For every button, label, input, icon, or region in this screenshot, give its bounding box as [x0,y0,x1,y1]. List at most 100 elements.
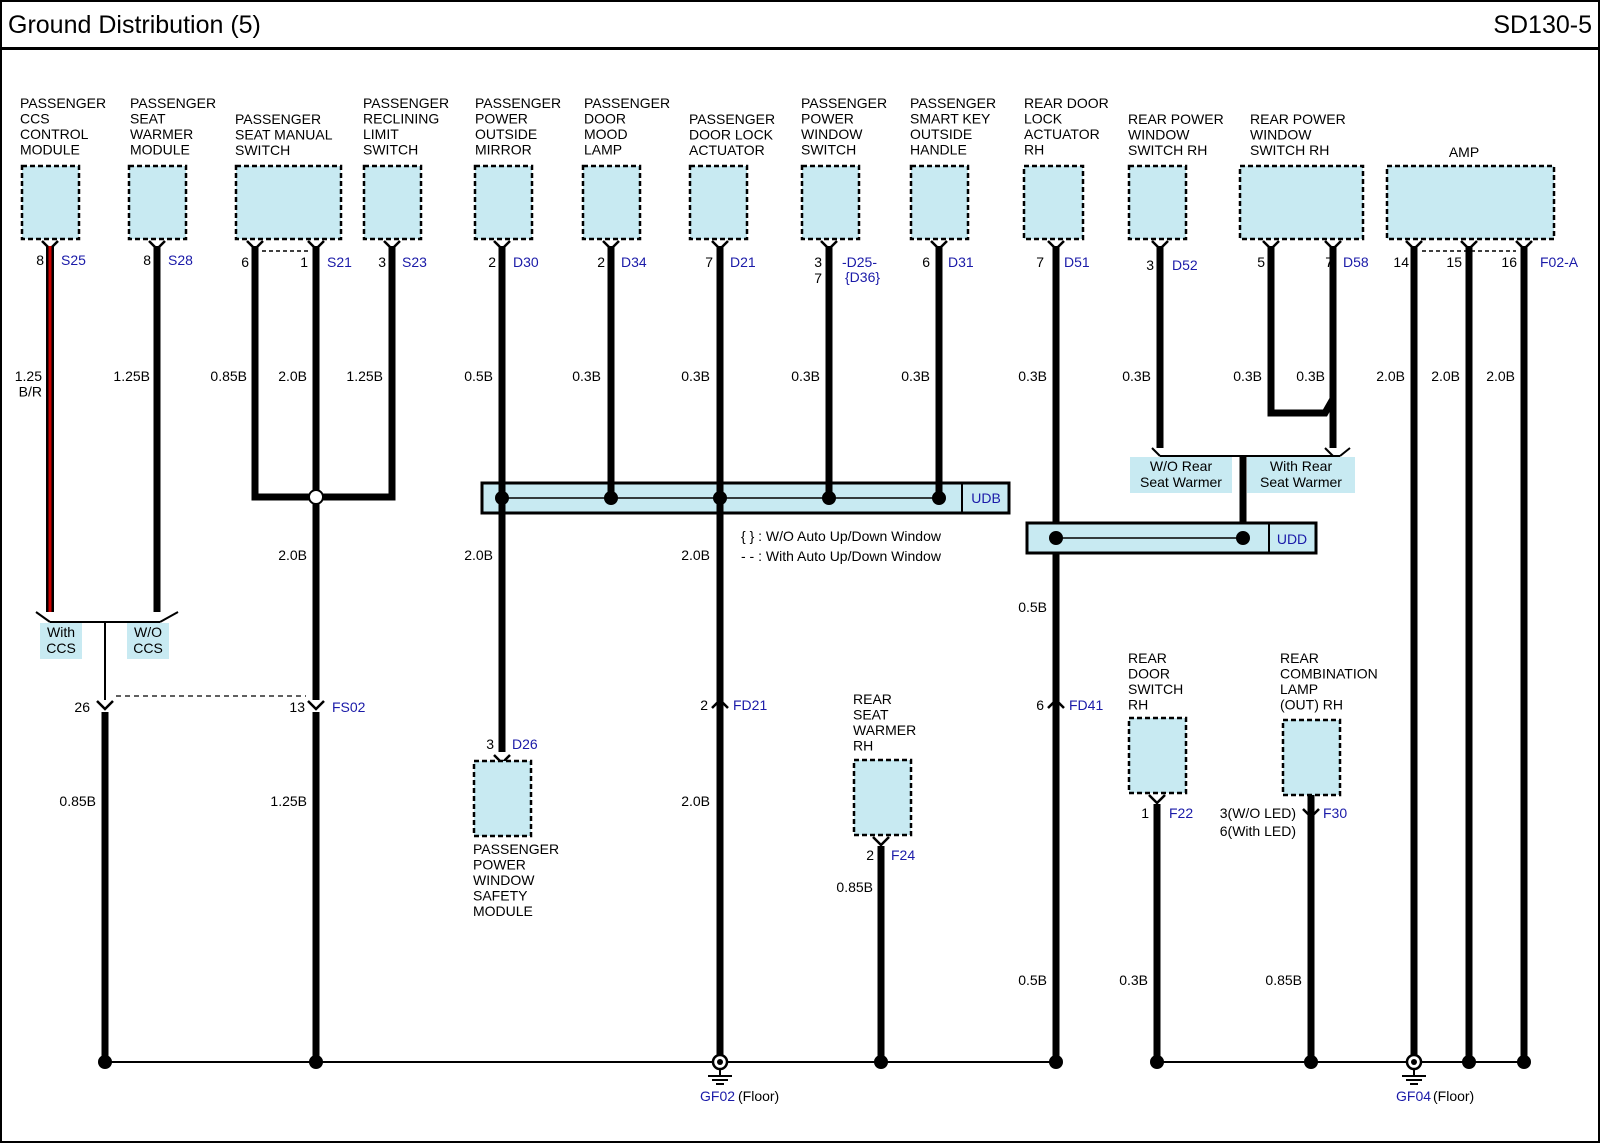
component-box [909,164,970,241]
component-box [1385,164,1556,241]
pin-number: 14 [1393,254,1409,270]
connector-id: D30 [513,254,539,270]
component-box [581,164,642,241]
ground-gf04-center [1411,1059,1417,1065]
pin-number: 3 [814,254,822,270]
wire-spec: 0.85B [59,793,96,809]
option-wo-ccs [127,623,169,659]
wire-spec: 2.0B [681,793,710,809]
connector-id: D26 [512,736,538,752]
splice-s21 [308,489,324,505]
note-line: - - : With Auto Up/Down Window [741,548,942,564]
wire-spec: 1.25B [270,793,307,809]
pin-number: 6 [922,254,930,270]
pin-number: 6(With LED) [1220,823,1296,839]
pin-number: 1 [300,254,308,270]
wire-spec: 0.3B [901,368,930,384]
component-box [800,164,861,241]
wire-spec: 2.0B [278,547,307,563]
connector-id: D21 [730,254,756,270]
page-title: Ground Distribution (5) [8,11,261,39]
wire-spec: 0.3B [1233,368,1262,384]
connector-fd41 [1047,698,1065,709]
option-with-rear-seat-warmer [1247,457,1355,493]
option-wo-rear-seat-warmer [1130,457,1232,493]
connector-fs02-13 [307,700,325,711]
pin-number: 7 [705,254,713,270]
ground-gf02-code: GF02 [700,1088,735,1104]
wire-spec: 0.3B [1296,368,1325,384]
pin-number: 5 [1257,254,1265,270]
splice-udd-label: UDD [1277,531,1307,547]
pin-number: 2 [597,254,605,270]
wire-spec: 0.3B [1018,368,1047,384]
connector-id: D58 [1343,254,1369,270]
connector-id: S25 [61,252,86,268]
wire-spec: 0.3B [1122,368,1151,384]
wire-spec: 1.25B [346,368,383,384]
connector-fd21 [711,698,729,709]
pin-number: 8 [36,252,44,268]
connector-id: F30 [1323,805,1347,821]
connector-f24 [872,836,890,847]
udd-node [1049,531,1063,545]
component-box [852,758,913,837]
udb-node [713,491,727,505]
connector-id: S28 [168,252,193,268]
ground-junction [1517,1055,1531,1069]
ground-junction [98,1055,112,1069]
ground-junction [1049,1055,1063,1069]
connector-id: D51 [1064,254,1090,270]
pin-number: 2 [700,697,708,713]
connector-id: D31 [948,254,974,270]
connector-id: FD41 [1069,697,1103,713]
component-box [1127,716,1188,795]
pin-number: 7 [1036,254,1044,270]
fork-line [1151,447,1161,457]
component-box [1281,718,1342,797]
component-box [127,164,188,241]
udb-node [604,491,618,505]
ground-junction [309,1055,323,1069]
component-box [234,164,343,241]
connector-id: F02-A [1540,254,1579,270]
connector-id: -D25- [842,254,877,270]
pin-number: 2 [488,254,496,270]
connector-id: F24 [891,847,915,863]
connector-id: S23 [402,254,427,270]
ground-gf02-center [717,1059,723,1065]
udb-node [495,491,509,505]
fork-line [159,611,179,623]
note-line: { } : W/O Auto Up/Down Window [741,528,942,544]
component-box [20,164,81,241]
component-box [362,164,423,241]
connector-id: S21 [327,254,352,270]
wire-spec: 2.0B [278,368,307,384]
wire-spec: 2.0B [1376,368,1405,384]
pin-number: 15 [1446,254,1462,270]
connector-id: FD21 [733,697,767,713]
component-box [688,164,749,241]
component-box [473,164,534,241]
ground-junction [1304,1055,1318,1069]
wire-spec: 0.5B [1018,599,1047,615]
component-box [1238,164,1365,241]
wire-spec: 1.25B [113,368,150,384]
connector-fs02-26 [96,700,114,711]
